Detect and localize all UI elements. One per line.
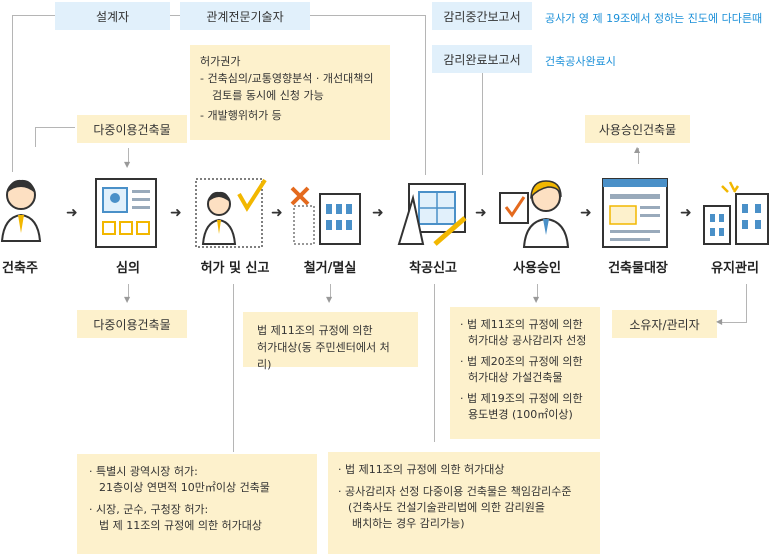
approval-item3: · 법 제19조의 규정에 의한 xyxy=(460,392,583,405)
maintenance-buildings-icon xyxy=(703,181,769,245)
connector xyxy=(746,284,747,322)
engineer-box: 관계전문기술자 xyxy=(180,2,310,30)
stage-building-register: 건축물대장 xyxy=(608,261,668,276)
approval-item2-cont: 허가대상 가설건축물 xyxy=(468,371,563,384)
stage-demolition: 철거/멸실 xyxy=(303,261,357,276)
construction-item2-cont2: 배치하는 경우 감리가능) xyxy=(352,517,465,530)
construction-item2: · 공사감리자 선정 다중이용 건축물은 책임감리수준 xyxy=(338,485,572,498)
use-approval-building-label: 사용승인건축물 xyxy=(598,122,677,137)
multi-use-top-label: 다중이용건축물 xyxy=(93,122,171,137)
owner-person-icon xyxy=(0,179,42,242)
connector xyxy=(434,284,435,442)
designer-box: 설계자 xyxy=(55,2,170,30)
connector xyxy=(330,284,331,298)
connector xyxy=(482,50,483,175)
use-approval-note-box: · 법 제11조의 규정에 의한 허가대상 공사감리자 선정 · 법 제20조의… xyxy=(450,307,600,439)
permit-item2: - 개발행위허가 등 xyxy=(200,109,282,122)
arrow-right-icon: ➜ xyxy=(372,205,384,221)
multi-use-bottom-label: 다중이용건축물 xyxy=(93,317,171,332)
arrow-down-icon: ▼ xyxy=(124,160,131,169)
connector xyxy=(537,284,538,298)
construction-item2-cont: (건축사도 건설기술관리법에 의한 감리원을 xyxy=(348,501,545,514)
final-report-label: 감리완료보고서 xyxy=(443,52,521,67)
owner-manager-box: 소유자/관리자 xyxy=(612,310,717,338)
engineer-label: 관계전문기술자 xyxy=(206,9,284,24)
stage-permit: 허가 및 신고 xyxy=(200,261,270,276)
stage-maintenance: 유지관리 xyxy=(711,261,759,276)
permit-title: 허가권가 xyxy=(200,55,241,68)
arrow-left-icon: ◀ xyxy=(716,317,723,326)
permit-authority-detail-box: · 특별시 광역시장 허가: 21층이상 연면적 10만㎡이상 건축물 · 시장… xyxy=(77,454,317,554)
permit-person-check-icon xyxy=(195,178,267,248)
connector xyxy=(720,322,747,323)
stage-review: 심의 xyxy=(116,261,140,276)
arrow-down-icon: ▼ xyxy=(533,295,540,304)
review-document-icon xyxy=(95,178,157,248)
construction-detail-box: · 법 제11조의 규정에 의한 허가대상 · 공사감리자 선정 다중이용 건축… xyxy=(328,452,600,554)
final-report-box: 감리완료보고서 xyxy=(432,45,532,73)
approval-item3-cont: 용도변경 (100㎡이상) xyxy=(468,408,573,421)
designer-label: 설계자 xyxy=(95,9,130,24)
owner-manager-label: 소유자/관리자 xyxy=(629,317,700,332)
metro-permit-item-cont: 21층이상 연면적 10만㎡이상 건축물 xyxy=(99,481,270,494)
approval-item2: · 법 제20조의 규정에 의한 xyxy=(460,355,583,368)
connector xyxy=(128,284,129,298)
demolition-building-icon xyxy=(290,186,361,245)
stage-use-approval: 사용승인 xyxy=(513,261,561,276)
city-permit-item: · 시장, 군수, 구청장 허가: xyxy=(89,503,209,516)
permit-item1: - 건축심의/교통영향분석 · 개선대책의 xyxy=(200,72,374,85)
connector xyxy=(233,284,234,452)
demolition-line2: 허가대상(동 주민센터에서 처리) xyxy=(257,341,390,371)
demolition-line1: 법 제11조의 규정에 의한 xyxy=(257,324,373,337)
stage-construction-report: 착공신고 xyxy=(409,261,457,276)
multi-use-bottom-box: 다중이용건축물 xyxy=(77,310,187,338)
building-register-icon xyxy=(602,178,668,248)
permit-item1-cont: 검토를 동시에 신청 가능 xyxy=(212,89,324,102)
connector xyxy=(35,127,36,147)
arrow-right-icon: ➜ xyxy=(271,205,283,221)
arrow-right-icon: ➜ xyxy=(475,205,487,221)
arrow-right-icon: ➜ xyxy=(680,205,692,221)
final-note: 건축공사완료시 xyxy=(545,55,616,68)
interim-note: 공사가 영 제 19조에서 정하는 진도에 다다른때 xyxy=(545,12,763,25)
connector xyxy=(128,148,129,164)
construction-blueprint-icon xyxy=(397,183,467,246)
interim-report-box: 감리중간보고서 xyxy=(432,2,532,30)
use-approval-inspector-icon xyxy=(499,180,570,248)
arrow-up-icon: ▲ xyxy=(634,145,641,154)
stage-owner: 건축주 xyxy=(2,261,38,276)
arrow-right-icon: ➜ xyxy=(580,205,592,221)
connector xyxy=(425,15,426,175)
approval-item1: · 법 제11조의 규정에 의한 xyxy=(460,318,583,331)
multi-use-top-box: 다중이용건축물 xyxy=(77,115,187,143)
arrow-right-icon: ➜ xyxy=(66,205,78,221)
connector xyxy=(12,15,13,172)
city-permit-item-cont: 법 제 11조의 규정에 의한 허가대상 xyxy=(99,519,263,532)
construction-item1: · 법 제11조의 규정에 의한 허가대상 xyxy=(338,463,505,476)
demolition-note-box: 법 제11조의 규정에 의한 허가대상(동 주민센터에서 처리) xyxy=(243,312,418,371)
arrow-right-icon: ➜ xyxy=(170,205,182,221)
metro-permit-item: · 특별시 광역시장 허가: xyxy=(89,465,198,478)
connector xyxy=(638,148,639,164)
approval-item1-cont: 허가대상 공사감리자 선정 xyxy=(468,334,587,347)
arrow-down-icon: ▼ xyxy=(326,295,333,304)
interim-report-label: 감리중간보고서 xyxy=(443,9,521,24)
arrow-down-icon: ▼ xyxy=(124,295,131,304)
use-approval-building-box: 사용승인건축물 xyxy=(585,115,690,143)
permit-authority-box: 허가권가 - 건축심의/교통영향분석 · 개선대책의 검토를 동시에 신청 가능… xyxy=(190,45,390,140)
connector xyxy=(35,127,75,128)
